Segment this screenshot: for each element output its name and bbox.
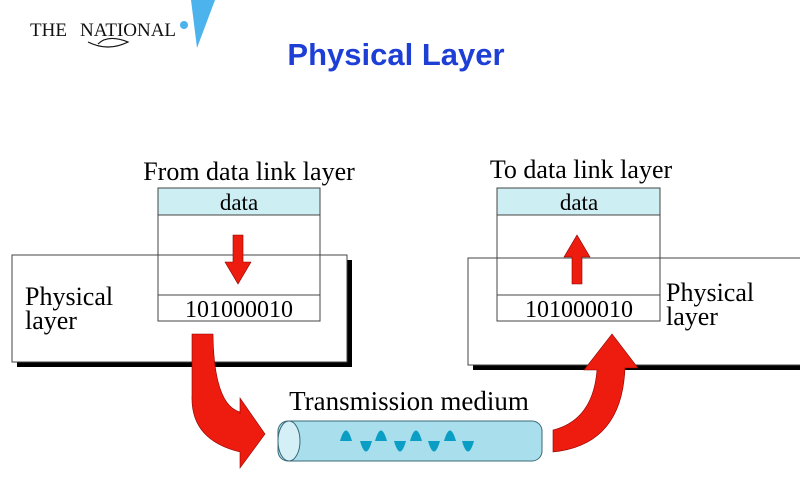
curved-arrow-down-icon (191, 333, 266, 469)
up-arrow-icon (563, 234, 591, 285)
sender-caption: From data link layer (143, 157, 355, 186)
logo-the: THE (30, 20, 67, 41)
sender-data-label: data (220, 190, 258, 215)
signal-wave-icon (340, 430, 474, 452)
sender-bits-box (157, 294, 321, 322)
sender-data-box (157, 187, 321, 216)
logo-national: NATIONAL (80, 20, 176, 41)
page-title: Physical Layer (287, 37, 504, 72)
transmission-tube (277, 420, 543, 462)
logo-badge-icon (180, 21, 188, 29)
receiver-data-box (496, 187, 661, 216)
receiver-layer-label-1: Physical (666, 278, 754, 307)
sender-layer-label-2: layer (25, 306, 77, 335)
logo: THE NATIONAL (30, 0, 215, 48)
sender-layer-label-1: Physical (25, 282, 113, 311)
receiver-data-label: data (560, 190, 598, 215)
curved-arrow-up-icon (552, 333, 639, 453)
logo-flourish-icon (87, 37, 130, 48)
receiver-caption: To data link layer (490, 155, 673, 184)
receiver-bits: 101000010 (525, 297, 633, 323)
down-arrow-icon (224, 234, 252, 285)
receiver-layer-label-2: layer (666, 302, 718, 331)
sender-bits: 101000010 (185, 297, 293, 323)
medium-label: Transmission medium (289, 386, 529, 416)
logo-triangle-icon (191, 0, 215, 48)
receiver-bits-box (496, 294, 661, 322)
